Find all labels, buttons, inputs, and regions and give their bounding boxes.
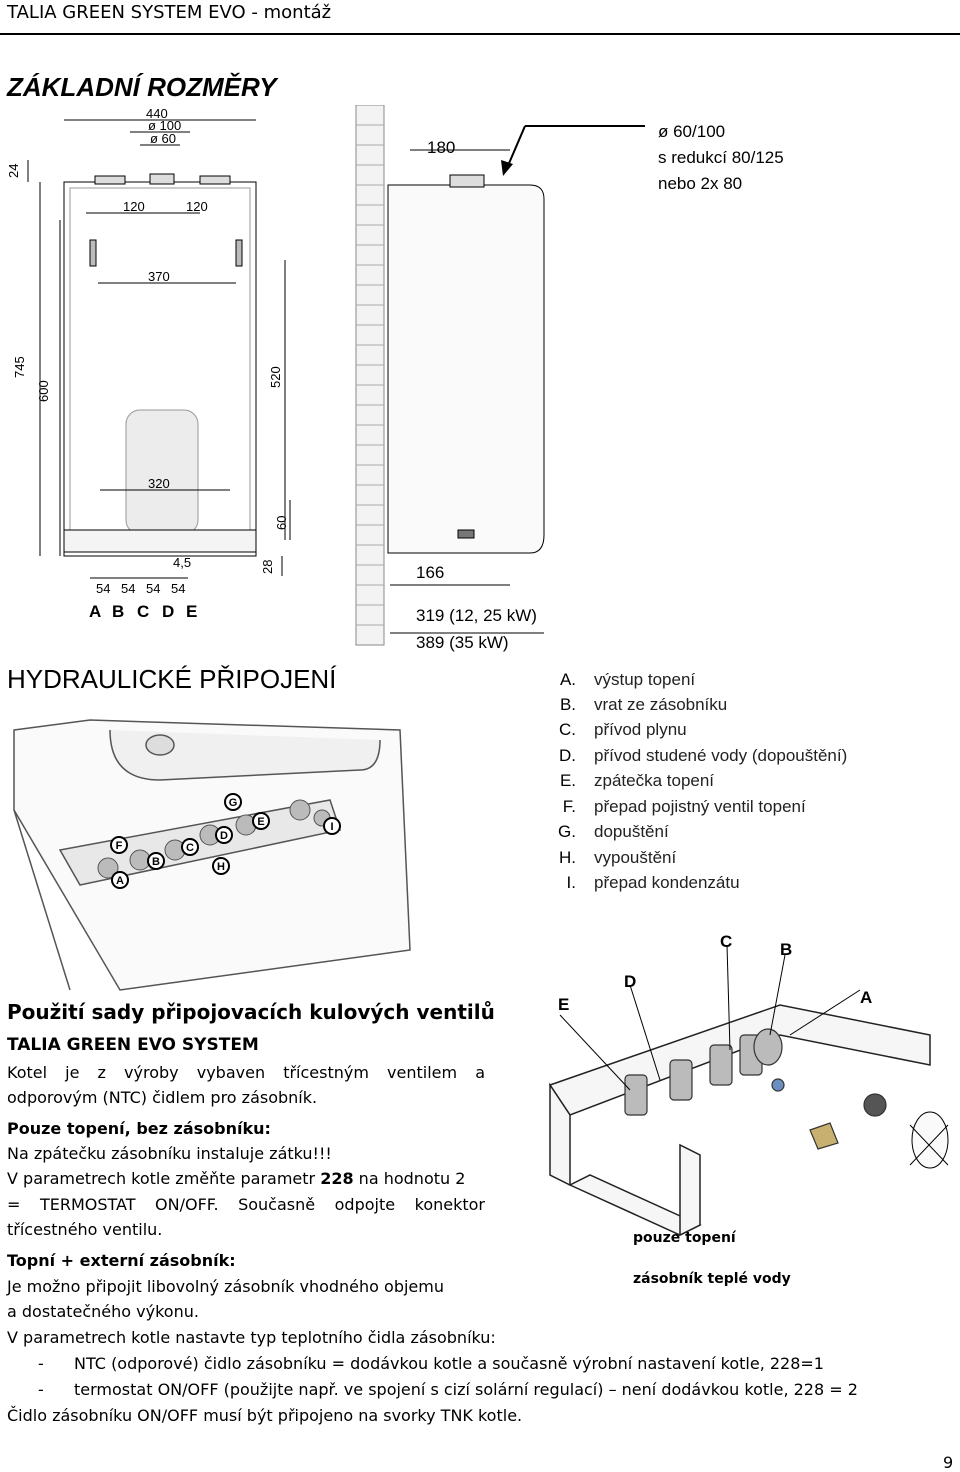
badge-e: E — [257, 816, 264, 828]
dim-54-d: 54 — [171, 581, 185, 596]
dim-120a: 120 — [123, 199, 145, 214]
heating-only-line-2: V parametrech kotle změňte parametr 228 … — [7, 1169, 466, 1188]
legend-item: D.přívod studené vody (dopouštění) — [559, 746, 848, 765]
dim-440: 440 — [146, 106, 168, 121]
dim-54-a: 54 — [96, 581, 110, 596]
legend-item: F.přepad pojistný ventil topení — [562, 797, 806, 816]
kit-letter-b: B — [780, 940, 792, 959]
front-letter-a: A — [89, 602, 101, 621]
kit-letter-a: A — [860, 988, 872, 1007]
bullet-dash-1: - — [38, 1354, 44, 1373]
badge-c: C — [186, 842, 194, 854]
badge-g: G — [229, 797, 238, 809]
section-title-hydraulic: HYDRAULICKÉ PŘIPOJENÍ — [7, 664, 337, 694]
external-tank-line-2: a dostatečného výkonu. — [7, 1302, 199, 1321]
legend-item: B.vrat ze zásobníku — [559, 695, 728, 714]
badge-h: H — [217, 861, 225, 873]
flue-note-line1: ø 60/100 — [658, 122, 726, 141]
badge-i: I — [330, 821, 333, 833]
heating-only-line-3: = TERMOSTAT ON/OFF. Současně odpojte kon… — [7, 1195, 485, 1214]
front-letter-b: B — [112, 602, 124, 621]
dim-120b: 120 — [186, 199, 208, 214]
dim-d100: ø 100 — [148, 118, 181, 133]
dim-54-c: 54 — [146, 581, 160, 596]
hydraulic-connections-illustration: A B C D E F G H I — [13, 719, 411, 991]
badge-b: B — [152, 856, 160, 868]
page-number: 9 — [943, 1453, 954, 1472]
bullet-ntc: NTC (odporové) čidlo zásobníku = dodávko… — [74, 1354, 824, 1373]
side-depth-35kw: 389 (35 kW) — [416, 633, 509, 652]
caption-dhw-tank: zásobník teplé vody — [633, 1271, 791, 1287]
heating-only-line-1: Na zpátečku zásobníku instaluje zátku!!! — [7, 1144, 332, 1163]
side-view-drawing — [355, 105, 545, 646]
ball-valve-kit-diagram: E D C B A — [548, 932, 949, 1237]
dim-370: 370 — [148, 269, 170, 284]
subtitle-system: TALIA GREEN EVO SYSTEM — [7, 1035, 259, 1055]
dim-600: 600 — [36, 380, 51, 402]
external-tank-line-1: Je možno připojit libovolný zásobník vho… — [7, 1277, 444, 1296]
front-letter-c: C — [137, 602, 149, 621]
legend-item: E.zpátečka topení — [559, 771, 715, 790]
closing-line: Čidlo zásobníku ON/OFF musí být připojen… — [7, 1406, 523, 1425]
flue-note-line3: nebo 2x 80 — [658, 174, 743, 193]
section-title-dimensions: ZÁKLADNÍ ROZMĚRY — [7, 72, 277, 102]
external-tank-line-3: V parametrech kotle nastavte typ teplotn… — [7, 1328, 496, 1347]
legend-item: I.přepad kondenzátu — [566, 873, 740, 892]
dim-320: 320 — [148, 476, 170, 491]
badge-f: F — [116, 840, 123, 852]
dim-28: 28 — [260, 560, 275, 574]
dim-4-5: 4,5 — [173, 555, 191, 570]
bullet-thermostat: termostat ON/OFF (použijte např. ve spoj… — [74, 1380, 858, 1399]
dim-54-b: 54 — [121, 581, 135, 596]
dim-745: 745 — [12, 356, 27, 378]
legend-item: H.vypouštění — [559, 848, 677, 867]
flue-arrow — [501, 125, 645, 176]
side-depth-12-25kw: 319 (12, 25 kW) — [416, 606, 537, 625]
section-title-ball-valves: Použití sady připojovacích kulových vent… — [7, 1000, 495, 1024]
badge-a: A — [116, 875, 124, 887]
heating-only-title: Pouze topení, bez zásobníku: — [7, 1119, 271, 1138]
side-dim-180: 180 — [427, 138, 456, 157]
kit-letter-d: D — [624, 972, 636, 991]
dim-d60: ø 60 — [150, 131, 176, 146]
front-letter-e: E — [186, 602, 197, 621]
legend-item: A.výstup topení — [559, 670, 696, 689]
legend-item: G.dopuštění — [558, 822, 669, 841]
kit-letter-c: C — [720, 932, 732, 951]
bullet-dash-2: - — [38, 1380, 44, 1399]
header-divider — [0, 33, 960, 35]
kit-letter-e: E — [558, 995, 569, 1014]
dim-60: 60 — [274, 516, 289, 530]
external-tank-title: Topní + externí zásobník: — [7, 1251, 236, 1270]
side-dim-166: 166 — [416, 563, 445, 582]
dim-520: 520 — [268, 366, 283, 388]
flue-note-line2: s redukcí 80/125 — [658, 148, 784, 167]
intro-line-1: Kotel je z výroby vybaven třícestným ven… — [7, 1063, 485, 1082]
heating-only-line-4: třícestného ventilu. — [7, 1220, 163, 1239]
badge-d: D — [220, 830, 228, 842]
intro-line-2: odporovým (NTC) čidlem pro zásobník. — [7, 1088, 318, 1107]
dim-24: 24 — [6, 164, 21, 178]
front-view-drawing: 440 ø 100 ø 60 24 120 120 370 745 600 52… — [6, 106, 291, 621]
document-header-title: TALIA GREEN SYSTEM EVO - montáž — [7, 2, 332, 23]
legend-item: C.přívod plynu — [559, 720, 687, 739]
caption-heating-only: pouze topení — [633, 1230, 736, 1246]
front-letter-d: D — [162, 602, 174, 621]
